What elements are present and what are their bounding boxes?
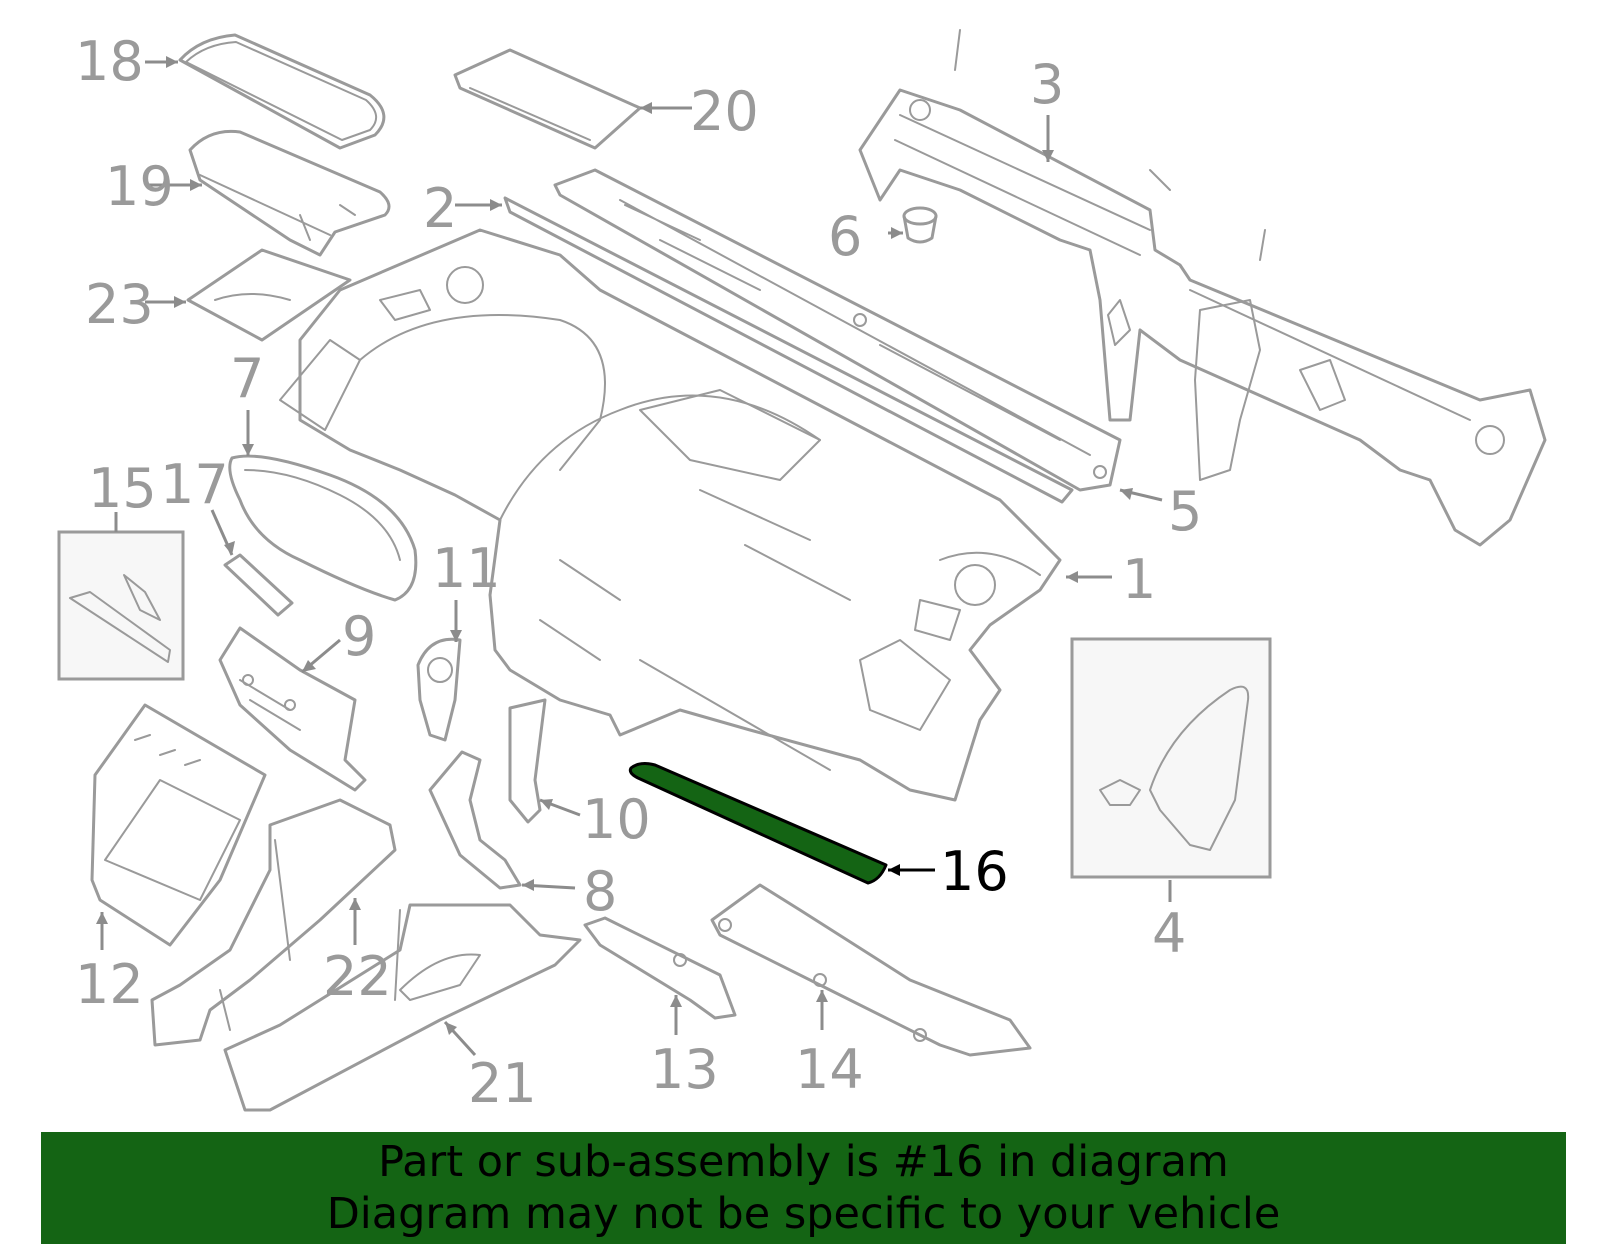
callout-16-highlighted[interactable]: 16: [940, 840, 1009, 903]
part-5-shape[interactable]: [553, 168, 1122, 492]
callout-1[interactable]: 1: [1122, 548, 1156, 611]
part-7-shape[interactable]: [228, 454, 418, 602]
part-18-shape[interactable]: [178, 33, 386, 150]
callout-11[interactable]: 11: [432, 537, 501, 600]
banner-line-part-number: Part or sub-assembly is #16 in diagram: [378, 1137, 1229, 1187]
part-16-highlighted-shape[interactable]: [628, 762, 888, 885]
callout-13[interactable]: 13: [650, 1038, 719, 1101]
part-1-shape[interactable]: [279, 228, 1062, 802]
callout-8[interactable]: 8: [583, 860, 617, 923]
part-4-inset[interactable]: [1070, 637, 1272, 879]
callout-18[interactable]: 18: [75, 30, 144, 93]
callout-20[interactable]: 20: [690, 80, 759, 143]
leader-arrowheads: [96, 56, 1133, 1035]
part-13-shape[interactable]: [583, 916, 737, 1020]
part-3-shape[interactable]: [858, 29, 1547, 547]
info-banner: Part or sub-assembly is #16 in diagram D…: [41, 1132, 1566, 1244]
callout-21[interactable]: 21: [468, 1052, 537, 1115]
callout-4[interactable]: 4: [1152, 902, 1186, 965]
part-6-shape[interactable]: [902, 206, 938, 244]
callout-10[interactable]: 10: [582, 788, 651, 851]
part-19-shape[interactable]: [188, 129, 391, 257]
part-22-shape[interactable]: [150, 798, 397, 1047]
callout-2[interactable]: 2: [423, 177, 457, 240]
callout-3[interactable]: 3: [1030, 53, 1064, 116]
part-14-shape[interactable]: [710, 883, 1032, 1057]
part-23-shape[interactable]: [186, 248, 352, 342]
callout-6[interactable]: 6: [828, 205, 862, 268]
part-17-shape[interactable]: [223, 553, 294, 617]
callout-22[interactable]: 22: [323, 945, 392, 1008]
part-8-shape[interactable]: [428, 750, 522, 890]
callout-14[interactable]: 14: [795, 1038, 864, 1101]
callout-7[interactable]: 7: [230, 347, 264, 410]
callout-5[interactable]: 5: [1168, 480, 1202, 543]
part-10-shape[interactable]: [508, 698, 547, 824]
callout-15[interactable]: 15: [88, 457, 157, 520]
callout-19[interactable]: 19: [105, 155, 174, 218]
callout-9[interactable]: 9: [342, 605, 376, 668]
part-2-shape[interactable]: [503, 196, 1074, 504]
part-21-shape[interactable]: [223, 903, 582, 1112]
callout-23[interactable]: 23: [85, 273, 154, 336]
part-20-shape[interactable]: [453, 48, 642, 150]
part-12-shape[interactable]: [90, 703, 267, 947]
part-15-inset[interactable]: [57, 530, 185, 681]
banner-line-disclaimer: Diagram may not be specific to your vehi…: [326, 1189, 1281, 1239]
callout-12[interactable]: 12: [75, 953, 144, 1016]
exploded-parts-diagram: 18 19 23 20 2 6 3 5 1 7 15 17 9 11 10 8 …: [57, 29, 1547, 1115]
callout-17[interactable]: 17: [160, 453, 229, 516]
part-9-shape[interactable]: [218, 626, 367, 792]
part-11-shape[interactable]: [416, 637, 462, 742]
callout-labels: 18 19 23 20 2 6 3 5 1 7 15 17 9 11 10 8 …: [75, 30, 1202, 1115]
